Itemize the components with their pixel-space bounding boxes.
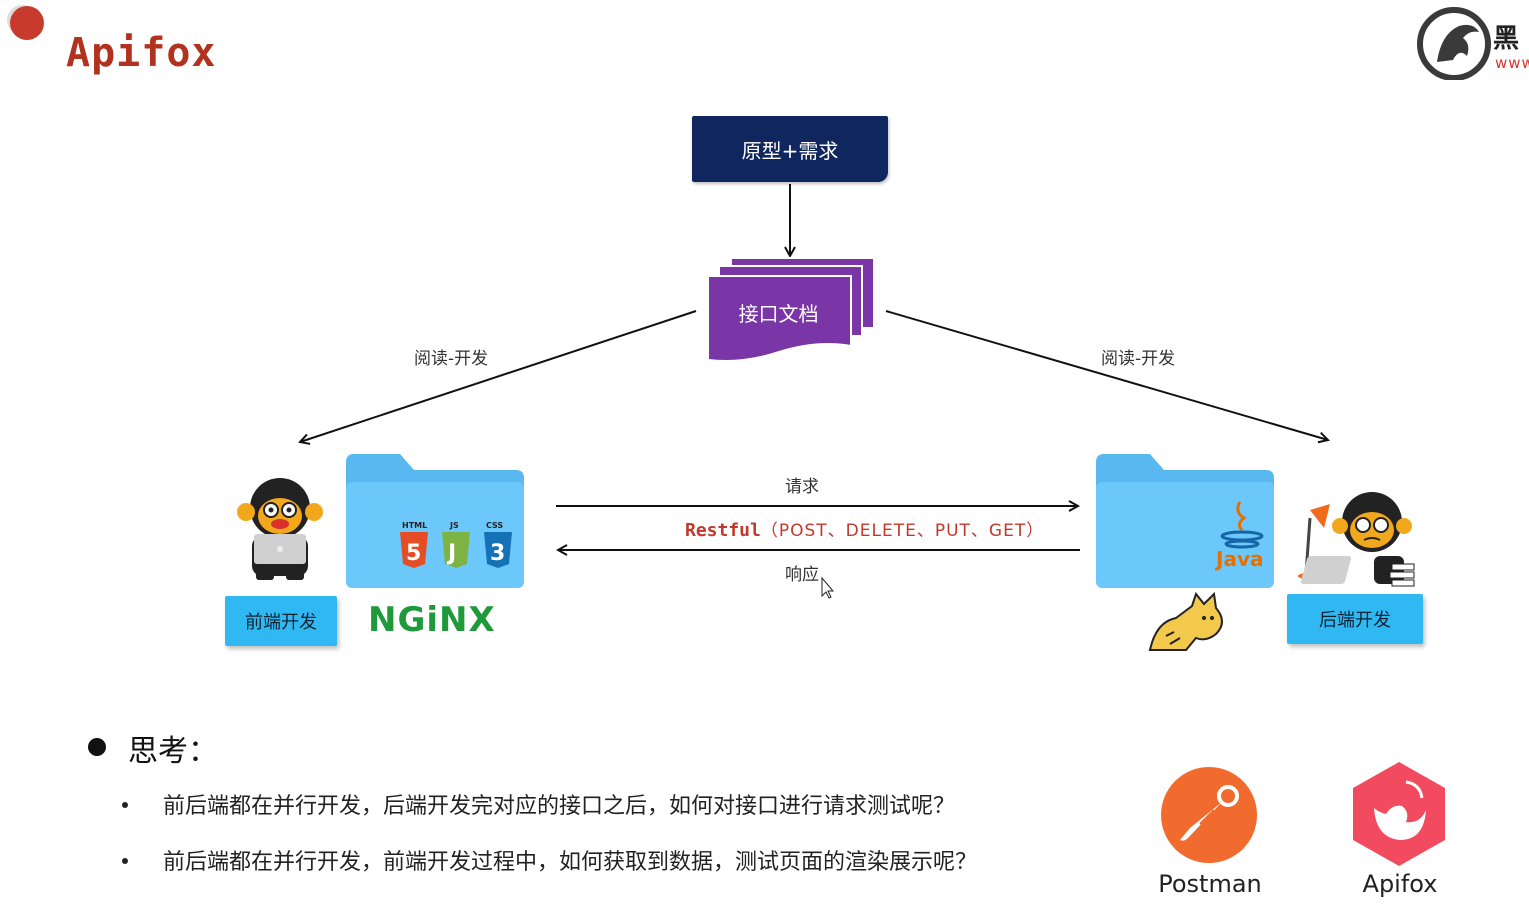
question-bullet	[122, 802, 128, 808]
arrow-doc-to-backend	[885, 310, 1328, 440]
backend-monkey-icon	[1298, 492, 1415, 587]
edge-label-left: 阅读-开发	[414, 349, 489, 369]
brand-url: www	[1495, 54, 1529, 72]
arrow-doc-to-frontend	[300, 310, 697, 442]
question-2: 前后端都在并行开发，前端开发过程中，如何获取到数据，测试页面的渲染展示呢？	[163, 850, 978, 875]
restful-label: Restful（POST、DELETE、PUT、GET）	[685, 516, 1044, 541]
nginx-logo: NGiNX	[368, 600, 496, 640]
css-badge-label: CSS	[486, 521, 503, 530]
postman-logo-icon	[1161, 767, 1257, 863]
thinking-heading: 思考：	[128, 734, 218, 769]
page-title: Apifox	[66, 30, 217, 76]
backend-dev-button: 后端开发	[1287, 594, 1423, 644]
request-label: 请求	[785, 477, 819, 497]
svg-text:5: 5	[406, 541, 421, 566]
api-doc-node-label: 接口文档	[738, 302, 819, 326]
java-cup-icon	[1220, 501, 1264, 549]
question-1: 前后端都在并行开发，后端开发完对应的接口之后，如何对接口进行请求测试呢？	[163, 794, 956, 819]
requirements-node: 原型+需求	[692, 116, 888, 182]
backend-folder-icon: Java	[1096, 454, 1274, 588]
svg-text:3: 3	[490, 541, 505, 566]
horse-logo-icon	[1417, 7, 1491, 80]
html5-shield-icon	[400, 532, 428, 568]
question-bullet	[122, 858, 128, 864]
frontend-dev-button: 前端开发	[225, 596, 337, 646]
js-badge-label: JS	[449, 521, 459, 530]
frontend-monkey-icon	[237, 478, 323, 580]
brand-text: 黑	[1493, 24, 1520, 54]
api-doc-node-shape	[707, 257, 875, 362]
svg-text:J: J	[446, 541, 456, 566]
mouse-cursor-icon	[821, 576, 835, 599]
tomcat-icon	[1148, 592, 1223, 651]
edge-label-right: 阅读-开发	[1101, 349, 1176, 369]
apifox-label: Apifox	[1362, 870, 1438, 898]
apifox-logo-icon	[1353, 762, 1445, 866]
html-badge-label: HTML	[402, 521, 427, 530]
css3-shield-icon	[484, 532, 512, 568]
java-label: Java	[1214, 547, 1263, 571]
heading-bullet	[88, 738, 106, 756]
restful-keyword: Restful	[685, 520, 761, 541]
response-label: 响应	[785, 565, 819, 585]
red-dot-icon	[10, 6, 44, 40]
brand-logo: 黑 www	[1409, 4, 1529, 80]
restful-methods: （POST、DELETE、PUT、GET）	[760, 521, 1045, 541]
postman-label: Postman	[1158, 870, 1262, 898]
frontend-folder-icon: HTML JS CSS 5 J 3	[346, 454, 524, 588]
js-shield-icon	[442, 532, 470, 568]
